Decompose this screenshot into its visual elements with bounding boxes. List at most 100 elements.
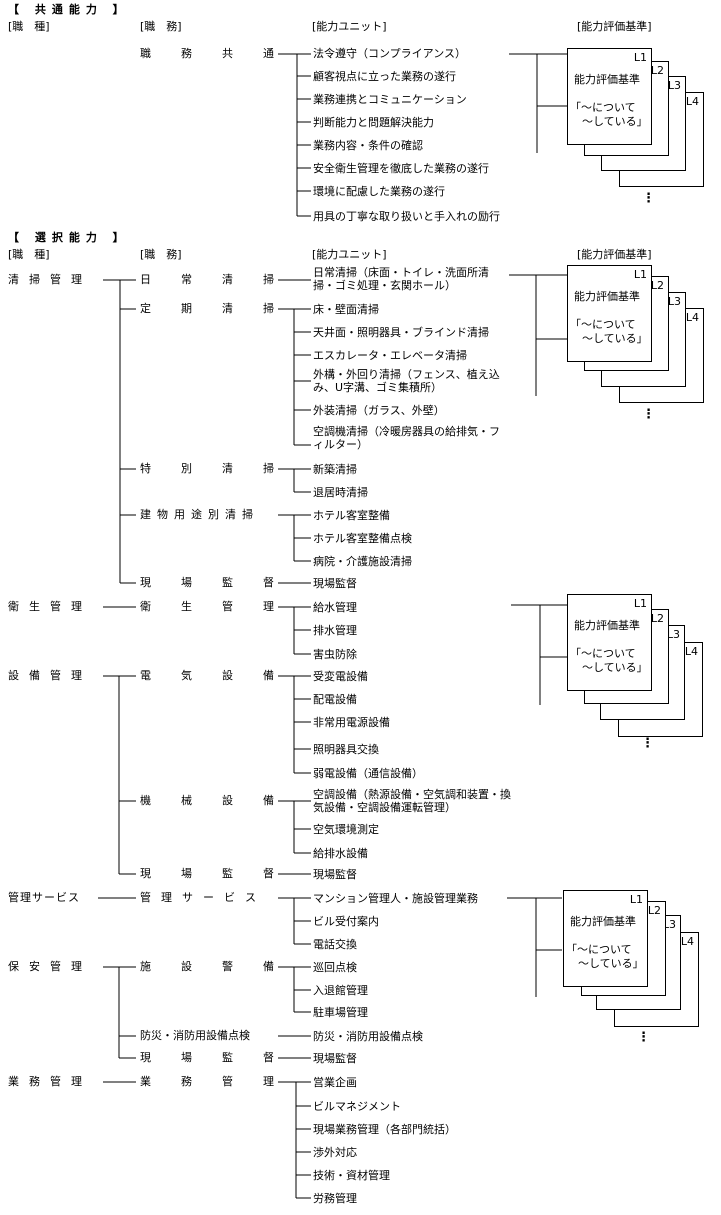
duty-label: 定期清掃	[140, 302, 304, 315]
card-level: L3	[667, 79, 681, 92]
unit-item: ビルマネジメント	[313, 1100, 401, 1113]
unit-item: 現場監督	[313, 868, 357, 881]
duty-label: 現場監督	[140, 576, 304, 589]
card-quote: 「～について	[570, 647, 636, 660]
card-title: 能力評価基準	[570, 915, 636, 928]
unit-item: 外構・外回り清掃（フェンス、植え込み、U字溝、ゴミ集積所）	[313, 368, 500, 394]
unit-item: 床・壁面清掃	[313, 303, 379, 316]
card-level: L2	[647, 904, 661, 917]
card-level: L4	[684, 645, 698, 658]
header-unit: [能力ユニット]	[312, 248, 387, 261]
criteria-card-l1: L1 能力評価基準 「～について ～している」	[563, 890, 648, 987]
unit-item: 判断能力と問題解決能力	[313, 116, 434, 129]
card-quote: ～している」	[582, 332, 648, 345]
duty-label: 電気設備	[140, 669, 304, 682]
duty-label: 施設警備	[140, 960, 304, 973]
duty-label: 管理サービス	[140, 891, 266, 904]
more-ellipsis-icon: ⋮	[642, 407, 655, 422]
header-duty: [職 務]	[140, 20, 182, 33]
card-title: 能力評価基準	[574, 73, 640, 86]
criteria-card-l1: L1 能力評価基準 「～について ～している」	[567, 594, 652, 691]
unit-item: 業務連携とコミュニケーション	[313, 93, 467, 106]
card-level: L3	[666, 628, 680, 641]
selective-section-title: 【 選択能力 】	[8, 231, 130, 244]
unit-item: 巡回点検	[313, 961, 357, 974]
unit-item: 法令遵守（コンプライアンス）	[313, 47, 467, 60]
header-job-type: [職 種]	[8, 248, 50, 261]
unit-item: 受変電設備	[313, 670, 368, 683]
duty-label: 現場監督	[140, 1051, 304, 1064]
card-level: L1	[633, 597, 647, 610]
duty-label: 防災・消防用設備点検	[140, 1029, 250, 1042]
unit-item: マンション管理人・施設管理業務	[313, 892, 478, 905]
unit-item: 労務管理	[313, 1192, 357, 1205]
header-duty: [職 務]	[140, 248, 182, 261]
unit-item: 環境に配慮した業務の遂行	[313, 185, 445, 198]
criteria-card-l1: L1 能力評価基準 「～について ～している」	[567, 265, 652, 362]
card-level: L3	[662, 918, 676, 931]
more-ellipsis-icon: ⋮	[637, 1030, 650, 1045]
unit-item: 日常清掃（床面・トイレ・洗面所清掃・ゴミ処理・玄関ホール）	[313, 266, 489, 292]
card-level: L1	[633, 51, 647, 64]
unit-item: 新築清掃	[313, 463, 357, 476]
duty-label: 現場監督	[140, 867, 304, 880]
unit-item: 排水管理	[313, 624, 357, 637]
unit-item: 弱電設備（通信設備）	[313, 767, 423, 780]
duty-label: 日常清掃	[140, 273, 304, 286]
duty-label: 業務管理	[140, 1075, 304, 1088]
card-level: L4	[680, 935, 694, 948]
card-quote: ～している」	[578, 957, 644, 970]
card-level: L1	[629, 893, 643, 906]
unit-item: 安全衛生管理を徹底した業務の遂行	[313, 162, 489, 175]
common-section-title: 【 共通能力 】	[8, 3, 130, 16]
job-type-security: 保安管理	[8, 960, 92, 973]
unit-item: 空調設備（熱源設備・空気調和装置・換気設備・空調設備運転管理）	[313, 788, 511, 814]
card-quote: ～している」	[582, 115, 648, 128]
unit-item: ビル受付案内	[313, 915, 379, 928]
card-level: L1	[633, 268, 647, 281]
unit-item: 照明器具交換	[313, 743, 379, 756]
job-type-hygiene: 衛生管理	[8, 600, 92, 613]
card-level: L2	[650, 64, 664, 77]
unit-item: 外装清掃（ガラス、外壁）	[313, 404, 445, 417]
header-criteria: [能力評価基準]	[577, 248, 652, 261]
header-criteria: [能力評価基準]	[577, 20, 652, 33]
card-level: L3	[667, 295, 681, 308]
unit-item: 用具の丁寧な取り扱いと手入れの励行	[313, 210, 500, 223]
criteria-card-l1: L1 能力評価基準 「～について ～している」	[567, 48, 652, 145]
duty-label: 職務共通	[140, 47, 304, 60]
duty-label: 特別清掃	[140, 462, 304, 475]
duty-label: 衛生管理	[140, 600, 304, 613]
card-quote: 「～について	[566, 943, 632, 956]
unit-item: 空調機清掃（冷暖房器具の給排気・フィルター）	[313, 425, 500, 451]
card-quote: 「～について	[570, 318, 636, 331]
unit-item: 非常用電源設備	[313, 716, 390, 729]
header-job-type: [職 種]	[8, 20, 50, 33]
unit-item: 技術・資材管理	[313, 1169, 390, 1182]
card-title: 能力評価基準	[574, 619, 640, 632]
unit-item: 業務内容・条件の確認	[313, 139, 423, 152]
unit-item: 配電設備	[313, 693, 357, 706]
unit-item: 退居時清掃	[313, 486, 368, 499]
card-level: L4	[685, 95, 699, 108]
unit-item: 給水管理	[313, 601, 357, 614]
unit-item: 入退館管理	[313, 984, 368, 997]
unit-item: 給排水設備	[313, 847, 368, 860]
card-quote: 「～について	[570, 101, 636, 114]
unit-item: ホテル客室整備点検	[313, 532, 412, 545]
card-level: L4	[685, 311, 699, 324]
duty-label: 建物用途別清掃	[140, 508, 259, 521]
job-type-facility: 設備管理	[8, 669, 92, 682]
job-type-business: 業務管理	[8, 1075, 92, 1088]
unit-item: 現場監督	[313, 1052, 357, 1065]
unit-item: 空気環境測定	[313, 823, 379, 836]
card-title: 能力評価基準	[574, 290, 640, 303]
unit-item: 病院・介護施設清掃	[313, 555, 412, 568]
unit-item: エスカレータ・エレベータ清掃	[313, 349, 467, 362]
header-unit: [能力ユニット]	[312, 20, 387, 33]
unit-item: 駐車場管理	[313, 1006, 368, 1019]
unit-item: 害虫防除	[313, 648, 357, 661]
unit-item: 電話交換	[313, 938, 357, 951]
unit-item: 天井面・照明器具・ブラインド清掃	[313, 326, 489, 339]
